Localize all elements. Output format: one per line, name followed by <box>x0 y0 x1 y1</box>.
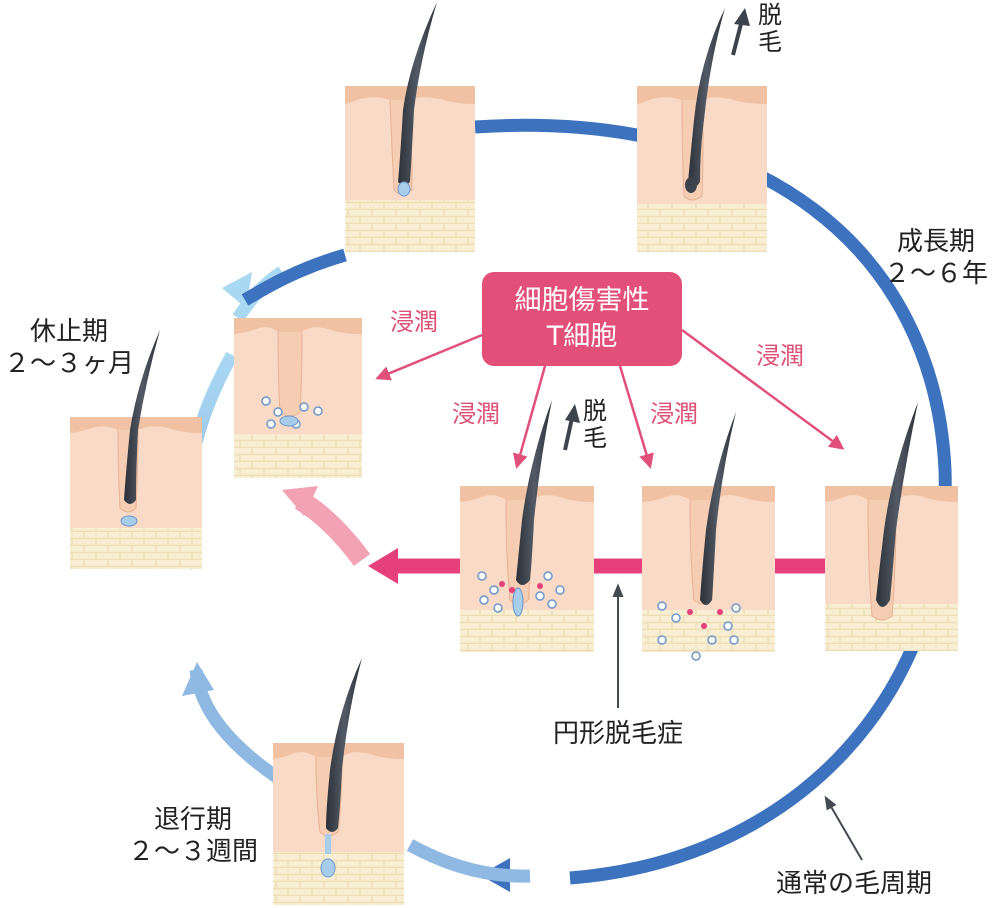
rest-phase-label: 休止期 ２～３ヶ月 <box>4 316 134 380</box>
block-shedding-center <box>460 400 594 652</box>
block-growth-right <box>825 402 958 651</box>
alopecia-pathway <box>282 486 826 584</box>
growth-phase-duration: ２～６年 <box>884 259 989 289</box>
infiltration-label-4: 浸潤 <box>756 342 804 370</box>
infiltration-label-1: 浸潤 <box>390 308 438 336</box>
shedding-label-top: 脱毛 <box>758 1 782 56</box>
block-infiltrated <box>642 412 775 661</box>
shedding-label-center: 脱毛 <box>583 397 607 452</box>
regression-phase-duration: ２～３週間 <box>128 837 259 867</box>
tcell-line1: 細胞傷害性 <box>514 285 650 316</box>
regression-phase-label: 退行期 ２～３週間 <box>128 804 258 868</box>
tcell-line2: T細胞 <box>546 321 618 352</box>
block-rest <box>70 330 202 569</box>
block-regression <box>273 658 404 905</box>
infiltration-arrows <box>375 328 845 469</box>
infiltration-label-2: 浸潤 <box>452 400 500 428</box>
rest-phase-name: 休止期 <box>30 317 109 347</box>
rest-phase-duration: ２～３ヶ月 <box>4 349 135 379</box>
pointer-lines <box>612 583 863 861</box>
alopecia-areata-label: 円形脱毛症 <box>553 719 684 749</box>
growth-phase-name: 成長期 <box>897 227 976 257</box>
block-anagen-top <box>345 2 475 252</box>
infiltration-label-3: 浸潤 <box>650 400 698 428</box>
regression-phase-name: 退行期 <box>154 805 233 835</box>
normal-cycle-label: 通常の毛周期 <box>776 869 933 899</box>
block-post-shedding <box>234 318 362 478</box>
cytotoxic-t-cell-box: 細胞傷害性 T細胞 <box>482 272 682 366</box>
growth-phase-label: 成長期 ２～６年 <box>884 226 988 290</box>
block-growth-shedding <box>637 8 767 252</box>
